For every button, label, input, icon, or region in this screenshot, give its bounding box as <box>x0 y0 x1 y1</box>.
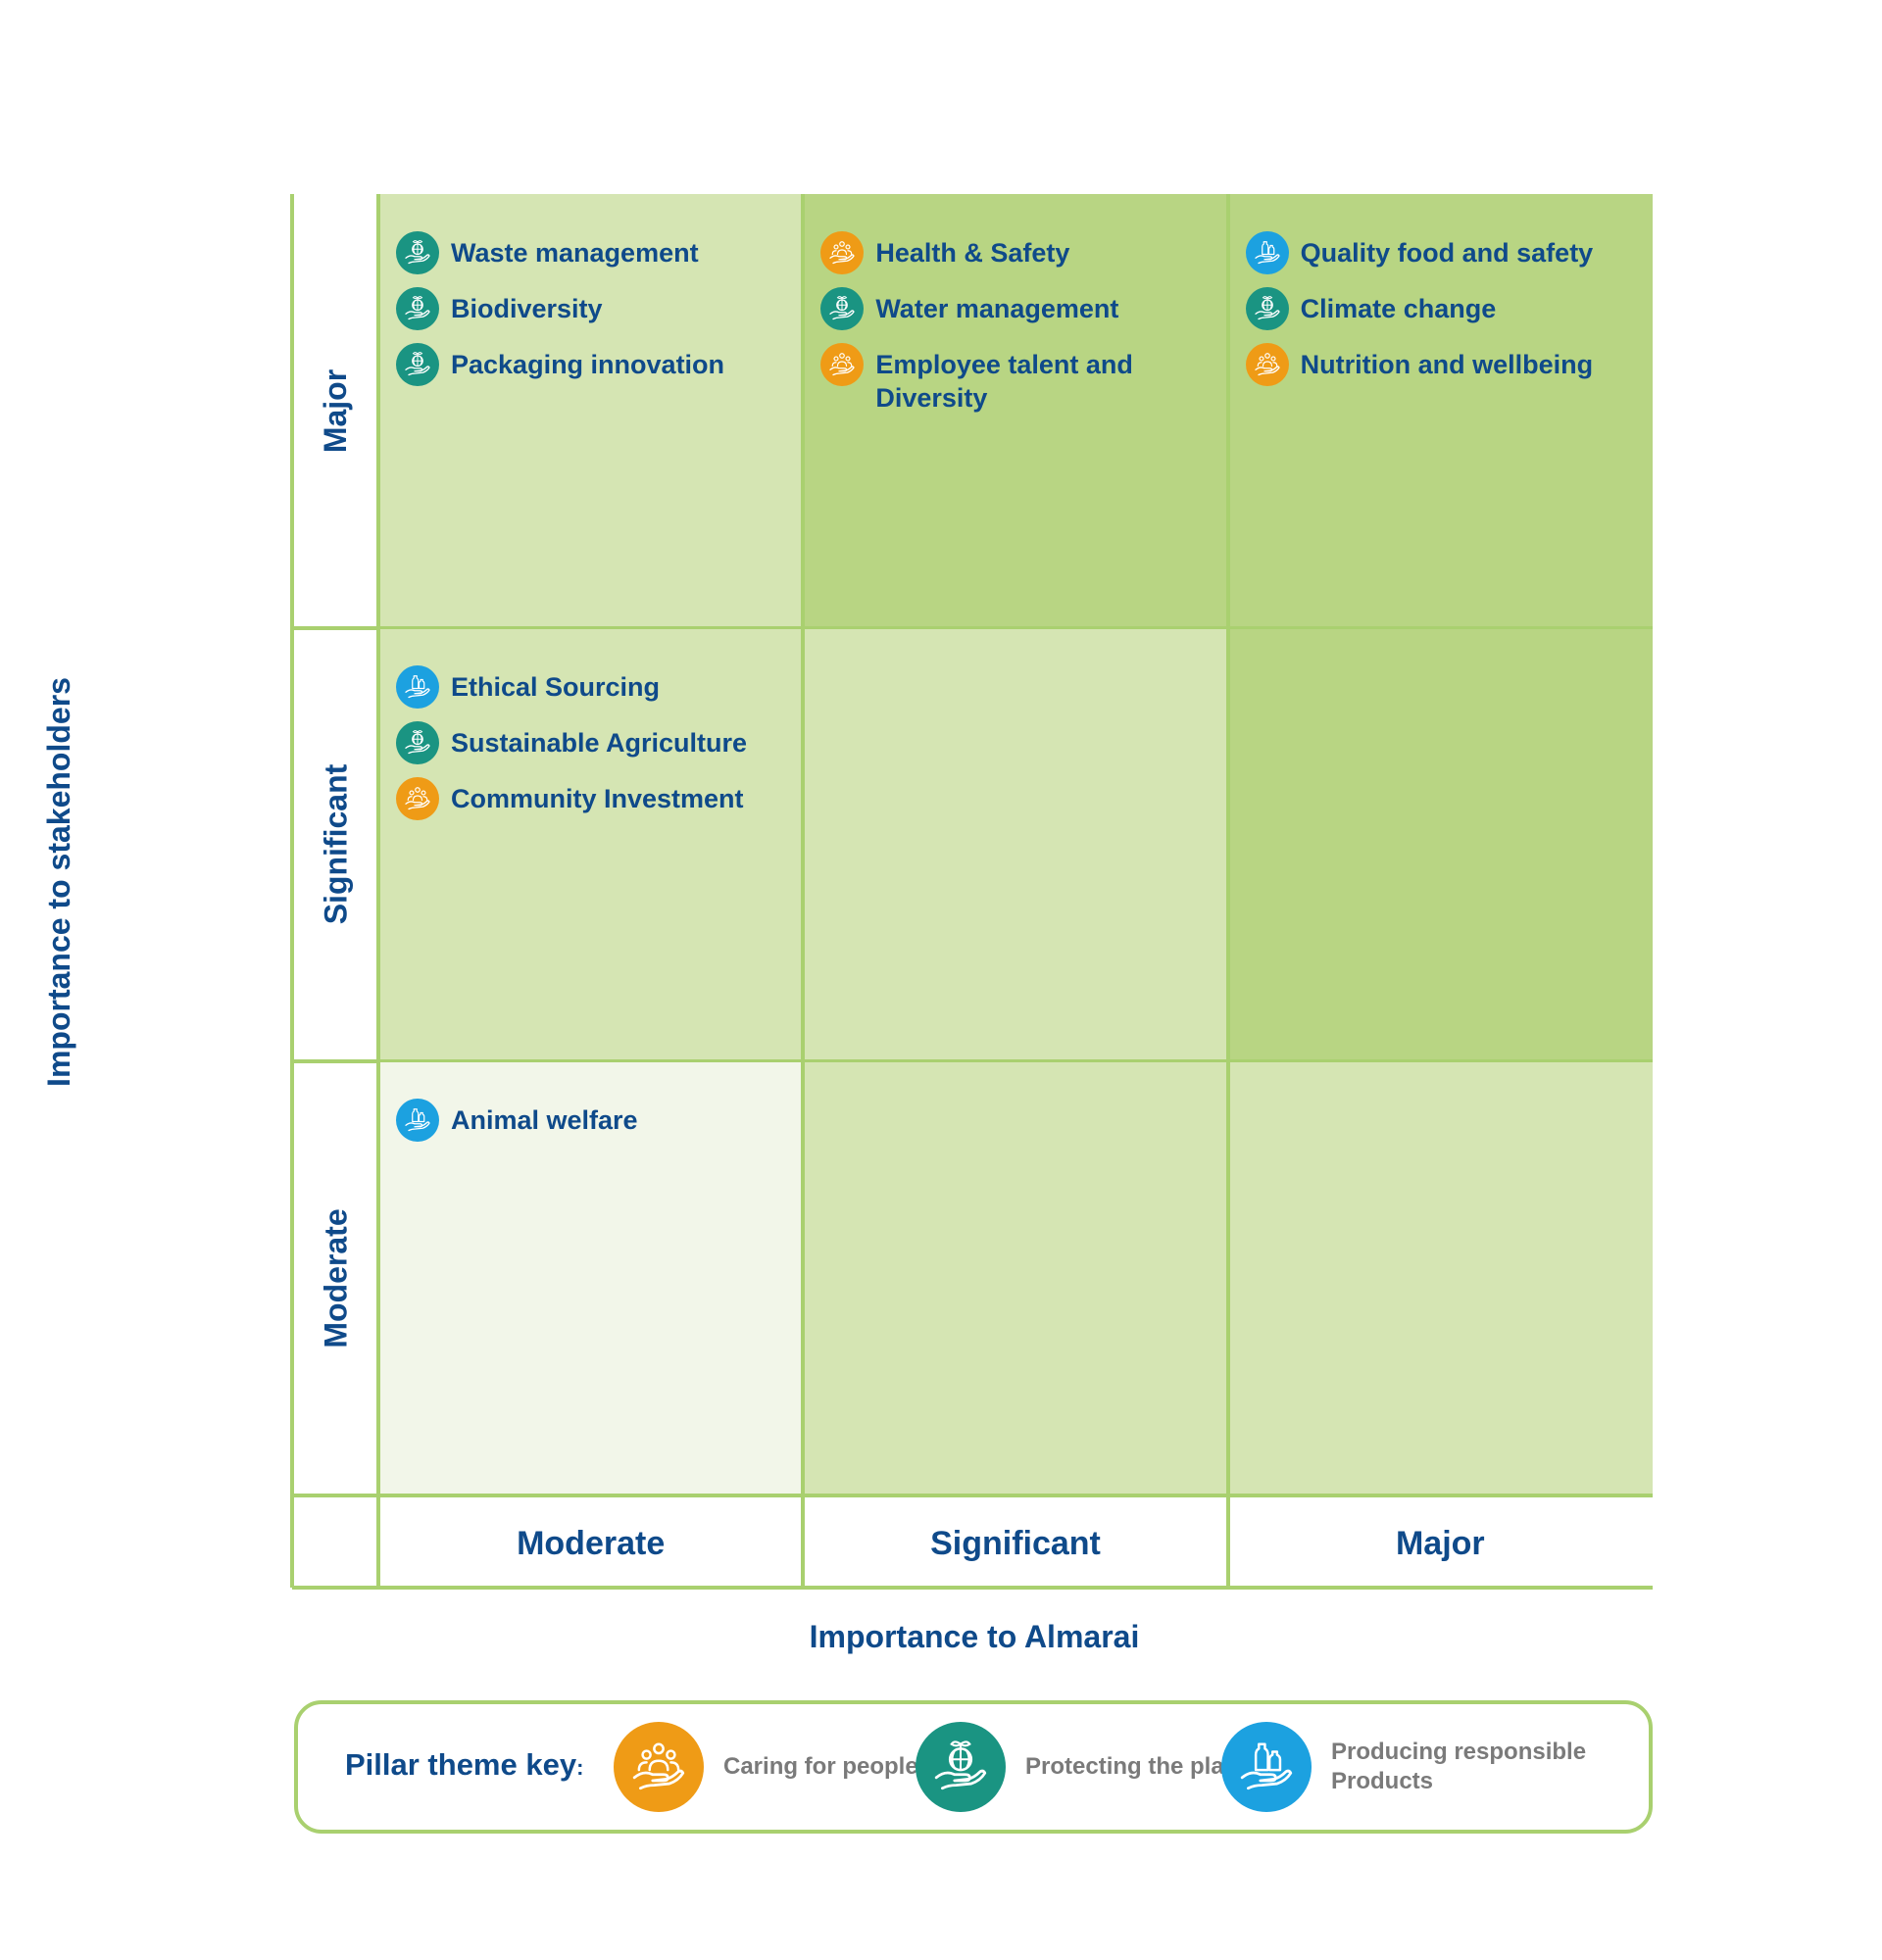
bottles-in-hand-icon <box>396 1099 439 1143</box>
topic-item: Climate change <box>1245 287 1645 330</box>
topic-label: Climate change <box>1300 294 1497 323</box>
grid-line <box>292 1059 378 1064</box>
grid-line <box>376 194 380 1588</box>
people-in-hand-icon <box>614 1722 704 1812</box>
people-in-hand-icon <box>1245 343 1289 386</box>
topic-label: Quality food and safety <box>1300 238 1594 268</box>
topic-label: Sustainable Agriculture <box>451 727 748 758</box>
y-axis-title: Importance to stakeholders <box>40 677 76 1087</box>
bottles-in-hand-icon <box>396 664 439 709</box>
row-label-significant: Significant <box>318 764 354 925</box>
people-in-hand-icon <box>396 776 439 820</box>
pillar-theme-key: Pillar theme key: Caring for people Prote… <box>294 1700 1653 1834</box>
grid-line <box>290 194 294 1588</box>
column-label-significant: Significant <box>930 1524 1101 1562</box>
matrix-cell <box>1227 627 1653 1062</box>
topic-label: Animal welfare <box>451 1105 638 1136</box>
topic-item: Quality food and safety <box>1245 231 1645 274</box>
globe-in-hand-icon <box>916 1722 1006 1812</box>
grid-line <box>801 194 806 1588</box>
people-in-hand-icon <box>820 231 865 274</box>
topic-item: Ethical Sourcing <box>396 664 795 709</box>
column-label-moderate: Moderate <box>517 1524 666 1562</box>
row-label-major: Major <box>318 368 354 453</box>
topic-item: Nutrition and wellbeing <box>1245 343 1645 386</box>
grid-line <box>378 625 1653 629</box>
grid-line <box>1225 194 1230 1588</box>
topic-item: Biodiversity <box>396 287 795 330</box>
topic-item: Waste management <box>396 231 795 274</box>
grid-line <box>292 1586 1653 1590</box>
key-entry-people: Caring for people <box>614 1722 998 1812</box>
key-label: Caring for people <box>723 1753 918 1780</box>
people-in-hand-icon <box>820 343 865 386</box>
key-label: Protecting the planet <box>1025 1753 1260 1780</box>
x-axis-title: Importance to Almarai <box>809 1619 1140 1654</box>
key-entry-planet: Protecting the planet <box>916 1722 1300 1812</box>
matrix-cell: Animal welfare <box>378 1061 804 1495</box>
globe-in-hand-icon <box>820 287 865 330</box>
topic-label: Employee talent and Diversity <box>875 350 1133 413</box>
topic-item: Community Investment <box>396 776 795 820</box>
topic-item: Packaging innovation <box>396 343 795 386</box>
topic-item: Animal welfare <box>396 1099 795 1143</box>
key-entry-products: Producing responsible Products <box>1221 1722 1606 1812</box>
matrix-cell <box>1227 1061 1653 1495</box>
topic-item: Sustainable Agriculture <box>396 720 795 764</box>
topic-label: Water management <box>875 294 1119 323</box>
topic-item: Health & Safety <box>820 231 1219 274</box>
topic-item: Water management <box>820 287 1219 330</box>
matrix-cell <box>803 627 1228 1062</box>
topic-label: Community Investment <box>451 783 744 813</box>
topic-item: Employee talent and Diversity <box>820 343 1219 415</box>
globe-in-hand-icon <box>396 720 439 764</box>
grid-line <box>378 1059 1653 1063</box>
bottles-in-hand-icon <box>1245 231 1289 274</box>
grid-line <box>292 1494 1653 1497</box>
topic-label: Biodiversity <box>451 294 603 323</box>
globe-in-hand-icon <box>396 343 439 386</box>
topic-label: Nutrition and wellbeing <box>1300 350 1594 379</box>
globe-in-hand-icon <box>396 231 439 274</box>
topic-label: Packaging innovation <box>451 350 725 379</box>
column-label-major: Major <box>1395 1524 1485 1562</box>
key-title: Pillar theme key: <box>345 1747 584 1782</box>
bottles-in-hand-icon <box>1221 1722 1312 1812</box>
globe-in-hand-icon <box>1245 287 1289 330</box>
topic-label: Waste management <box>451 238 699 268</box>
matrix-cell <box>803 1061 1228 1495</box>
globe-in-hand-icon <box>396 287 439 330</box>
topic-label: Health & Safety <box>875 238 1070 268</box>
topic-label: Ethical Sourcing <box>451 671 661 702</box>
grid-line <box>292 625 378 630</box>
row-label-moderate: Moderate <box>318 1208 354 1348</box>
key-label: Producing responsible Products <box>1331 1739 1587 1794</box>
